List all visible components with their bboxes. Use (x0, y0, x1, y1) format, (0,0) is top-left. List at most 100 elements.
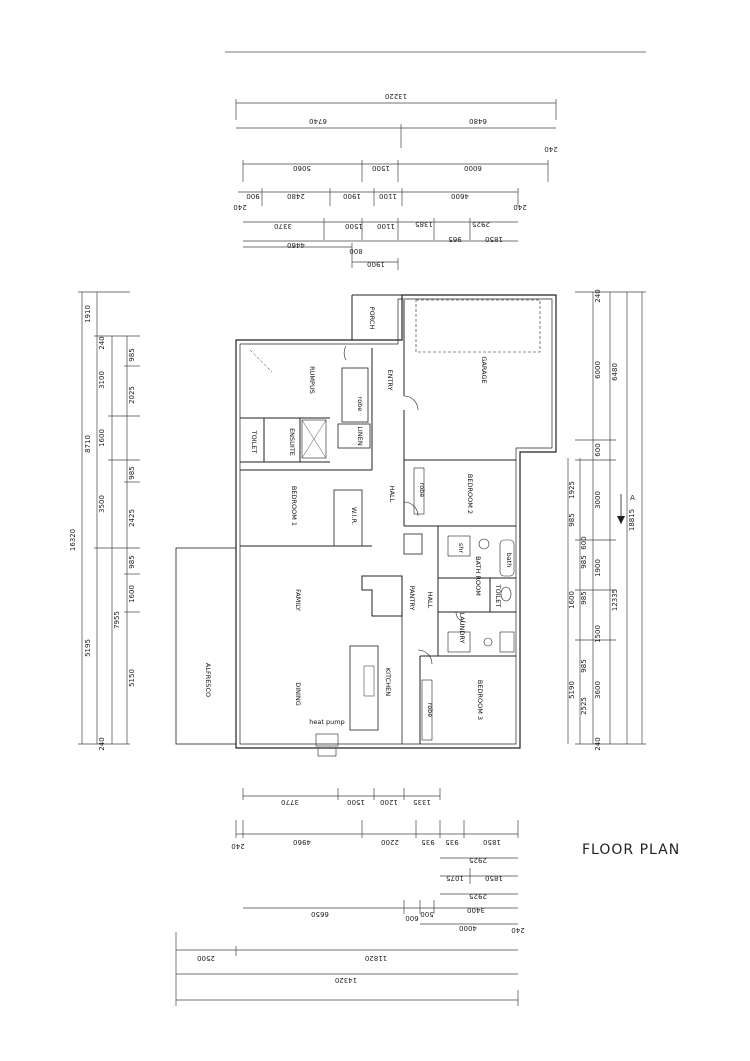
dim-bottom-r2-c: 2200 (381, 838, 399, 846)
right-dimension-labels: 240 6000 600 3000 1900 1500 3600 240 648… (568, 289, 636, 750)
room-label-laundry: LAUNDRY (458, 613, 466, 644)
dim-bottom-r9-a: 14320 (335, 976, 357, 984)
left-dimension-labels: 16320 1910 8710 5195 240 240 3100 1600 3… (69, 305, 136, 751)
dim-right-d6: 3600 (594, 681, 602, 699)
dim-right-d4: 1900 (594, 559, 602, 577)
dim-bottom-r1-a: 3770 (281, 798, 299, 806)
room-label-wir: W.I.R. (350, 507, 358, 525)
dim-bottom-r2-e: 935 (445, 838, 458, 846)
dim-top-r4-a: 900 (246, 192, 259, 200)
room-label-hall-1: HALL (388, 486, 396, 503)
dim-bottom-r5-a: 2925 (469, 892, 487, 900)
dim-top-left-half: 6740 (309, 117, 327, 125)
dim-top-r7-a: 1900 (367, 260, 385, 268)
room-label-kitchen: KITCHEN (384, 668, 392, 696)
right-dimensions (567, 291, 646, 745)
room-label-ensuite: ENSUITE (288, 428, 296, 456)
room-label-alfresco: ALFRESCO (204, 663, 212, 697)
room-label-pantry: PANTRY (408, 586, 416, 611)
dim-bottom-r2-a: 240 (231, 842, 244, 850)
dim-bottom-r2-f: 1850 (483, 838, 501, 846)
dim-top-r4-e: 4600 (451, 192, 469, 200)
dim-top-r5-a: 3370 (274, 222, 292, 230)
dim-left-d: 240 (98, 737, 106, 750)
dim-right-d3: 3000 (594, 491, 602, 509)
dim-top-r3-b: 1500 (372, 164, 390, 172)
dim-top-r4-c: 1900 (343, 192, 361, 200)
dim-right-d2: 600 (594, 443, 602, 456)
dim-right-a: 240 (594, 289, 602, 302)
dim-bottom-r1-b: 1500 (347, 798, 365, 806)
dim-left-e1: 240 (98, 336, 106, 349)
dim-right-d1: 6000 (594, 361, 602, 379)
dim-right-e4: 985 (580, 555, 588, 568)
dim-left-total: 16320 (69, 529, 77, 551)
room-label-bedroom-3: BEDROOM 3 (476, 680, 484, 720)
dim-bottom-r6-a: 6650 (311, 910, 329, 918)
dim-bottom-r7-b: 240 (511, 926, 524, 934)
dim-left-f7: 5150 (128, 669, 136, 687)
room-label-shower: shr (457, 543, 465, 554)
dim-bottom-r8-b: 11820 (365, 954, 387, 962)
room-labels: PORCH GARAGE ENTRY RUMPUS LINEN ENSUITE … (204, 307, 513, 726)
room-label-entry: ENTRY (386, 369, 394, 390)
dim-right-d5: 1500 (594, 625, 602, 643)
bottom-dimension-labels: 3770 1500 1200 1335 240 4960 2200 935 93… (197, 798, 525, 984)
dim-left-f3: 985 (128, 466, 136, 479)
room-label-linen: LINEN (356, 426, 364, 446)
dim-top-overall: 13220 (385, 92, 407, 100)
dim-top-r5-e: 2925 (472, 220, 490, 228)
dim-right-c: 12335 (611, 589, 619, 611)
dim-bottom-r2-b: 4960 (293, 838, 311, 846)
dim-left-e3: 1600 (98, 429, 106, 447)
room-label-toilet: TOILET (494, 584, 502, 608)
dim-bottom-r1-c: 1200 (380, 798, 398, 806)
dim-bottom-r7-a: 4000 (459, 924, 477, 932)
dim-bottom-r4-b: 1850 (485, 874, 503, 882)
room-label-robe-2: robe (418, 483, 426, 498)
dim-bottom-r4-a: 1075 (446, 874, 464, 882)
dim-right-e3: 600 (580, 536, 588, 549)
room-label-heat-pump: heat pump (309, 718, 344, 726)
dim-left-a: 1910 (84, 305, 92, 323)
plan-walls (175, 294, 557, 757)
dim-top-r3-c: 6000 (464, 164, 482, 172)
dim-top-r5-f: 965 (448, 235, 461, 243)
dim-right-e8: 985 (580, 659, 588, 672)
dim-top-r4-start: 240 (233, 203, 246, 211)
section-marker (617, 494, 625, 524)
dim-bottom-r8-a: 2500 (197, 954, 215, 962)
dim-left-e2: 3100 (98, 371, 106, 389)
dim-top-r4-b: 2480 (287, 192, 305, 200)
dim-right-e2: 985 (568, 513, 576, 526)
dim-bottom-r3-a: 2925 (469, 856, 487, 864)
room-label-toilet-ensuite: TOILET (250, 430, 258, 454)
dim-right-e5: 1600 (568, 591, 576, 609)
dim-left-e4: 3500 (98, 495, 106, 513)
bottom-dimensions (175, 788, 519, 1006)
dim-left-e5: 7955 (113, 611, 121, 629)
dim-top-r5-c: 1100 (377, 222, 395, 230)
dim-left-f6: 1600 (128, 585, 136, 603)
room-label-robe-1: robe (356, 397, 364, 412)
dim-top-r6-a: 4460 (287, 241, 305, 249)
top-dimensions (235, 99, 557, 270)
dim-right-e1: 1925 (568, 481, 576, 499)
dim-bottom-r1-d: 1335 (413, 798, 431, 806)
drawing-title: FLOOR PLAN (582, 842, 681, 858)
dim-right-e9: 5190 (568, 681, 576, 699)
dim-left-f2: 2025 (128, 386, 136, 404)
dim-right-e7: 2525 (580, 697, 588, 715)
dim-top-r3-end: 240 (544, 145, 557, 153)
dim-left-f1: 985 (128, 348, 136, 361)
room-label-bath: bath (505, 553, 513, 568)
dim-right-total: 18815 (628, 509, 636, 531)
room-label-family: FAMILY (294, 589, 302, 611)
dim-top-r5-b: 1500 (345, 222, 363, 230)
dim-top-r5-d: 1385 (415, 220, 433, 228)
dim-left-f5: 985 (128, 555, 136, 568)
dim-bottom-r6-d: 3400 (467, 906, 485, 914)
top-dimension-labels: 13220 6740 6480 240 5060 1500 6000 900 2… (233, 92, 557, 268)
dim-bottom-r6-c: 500 (420, 910, 433, 918)
